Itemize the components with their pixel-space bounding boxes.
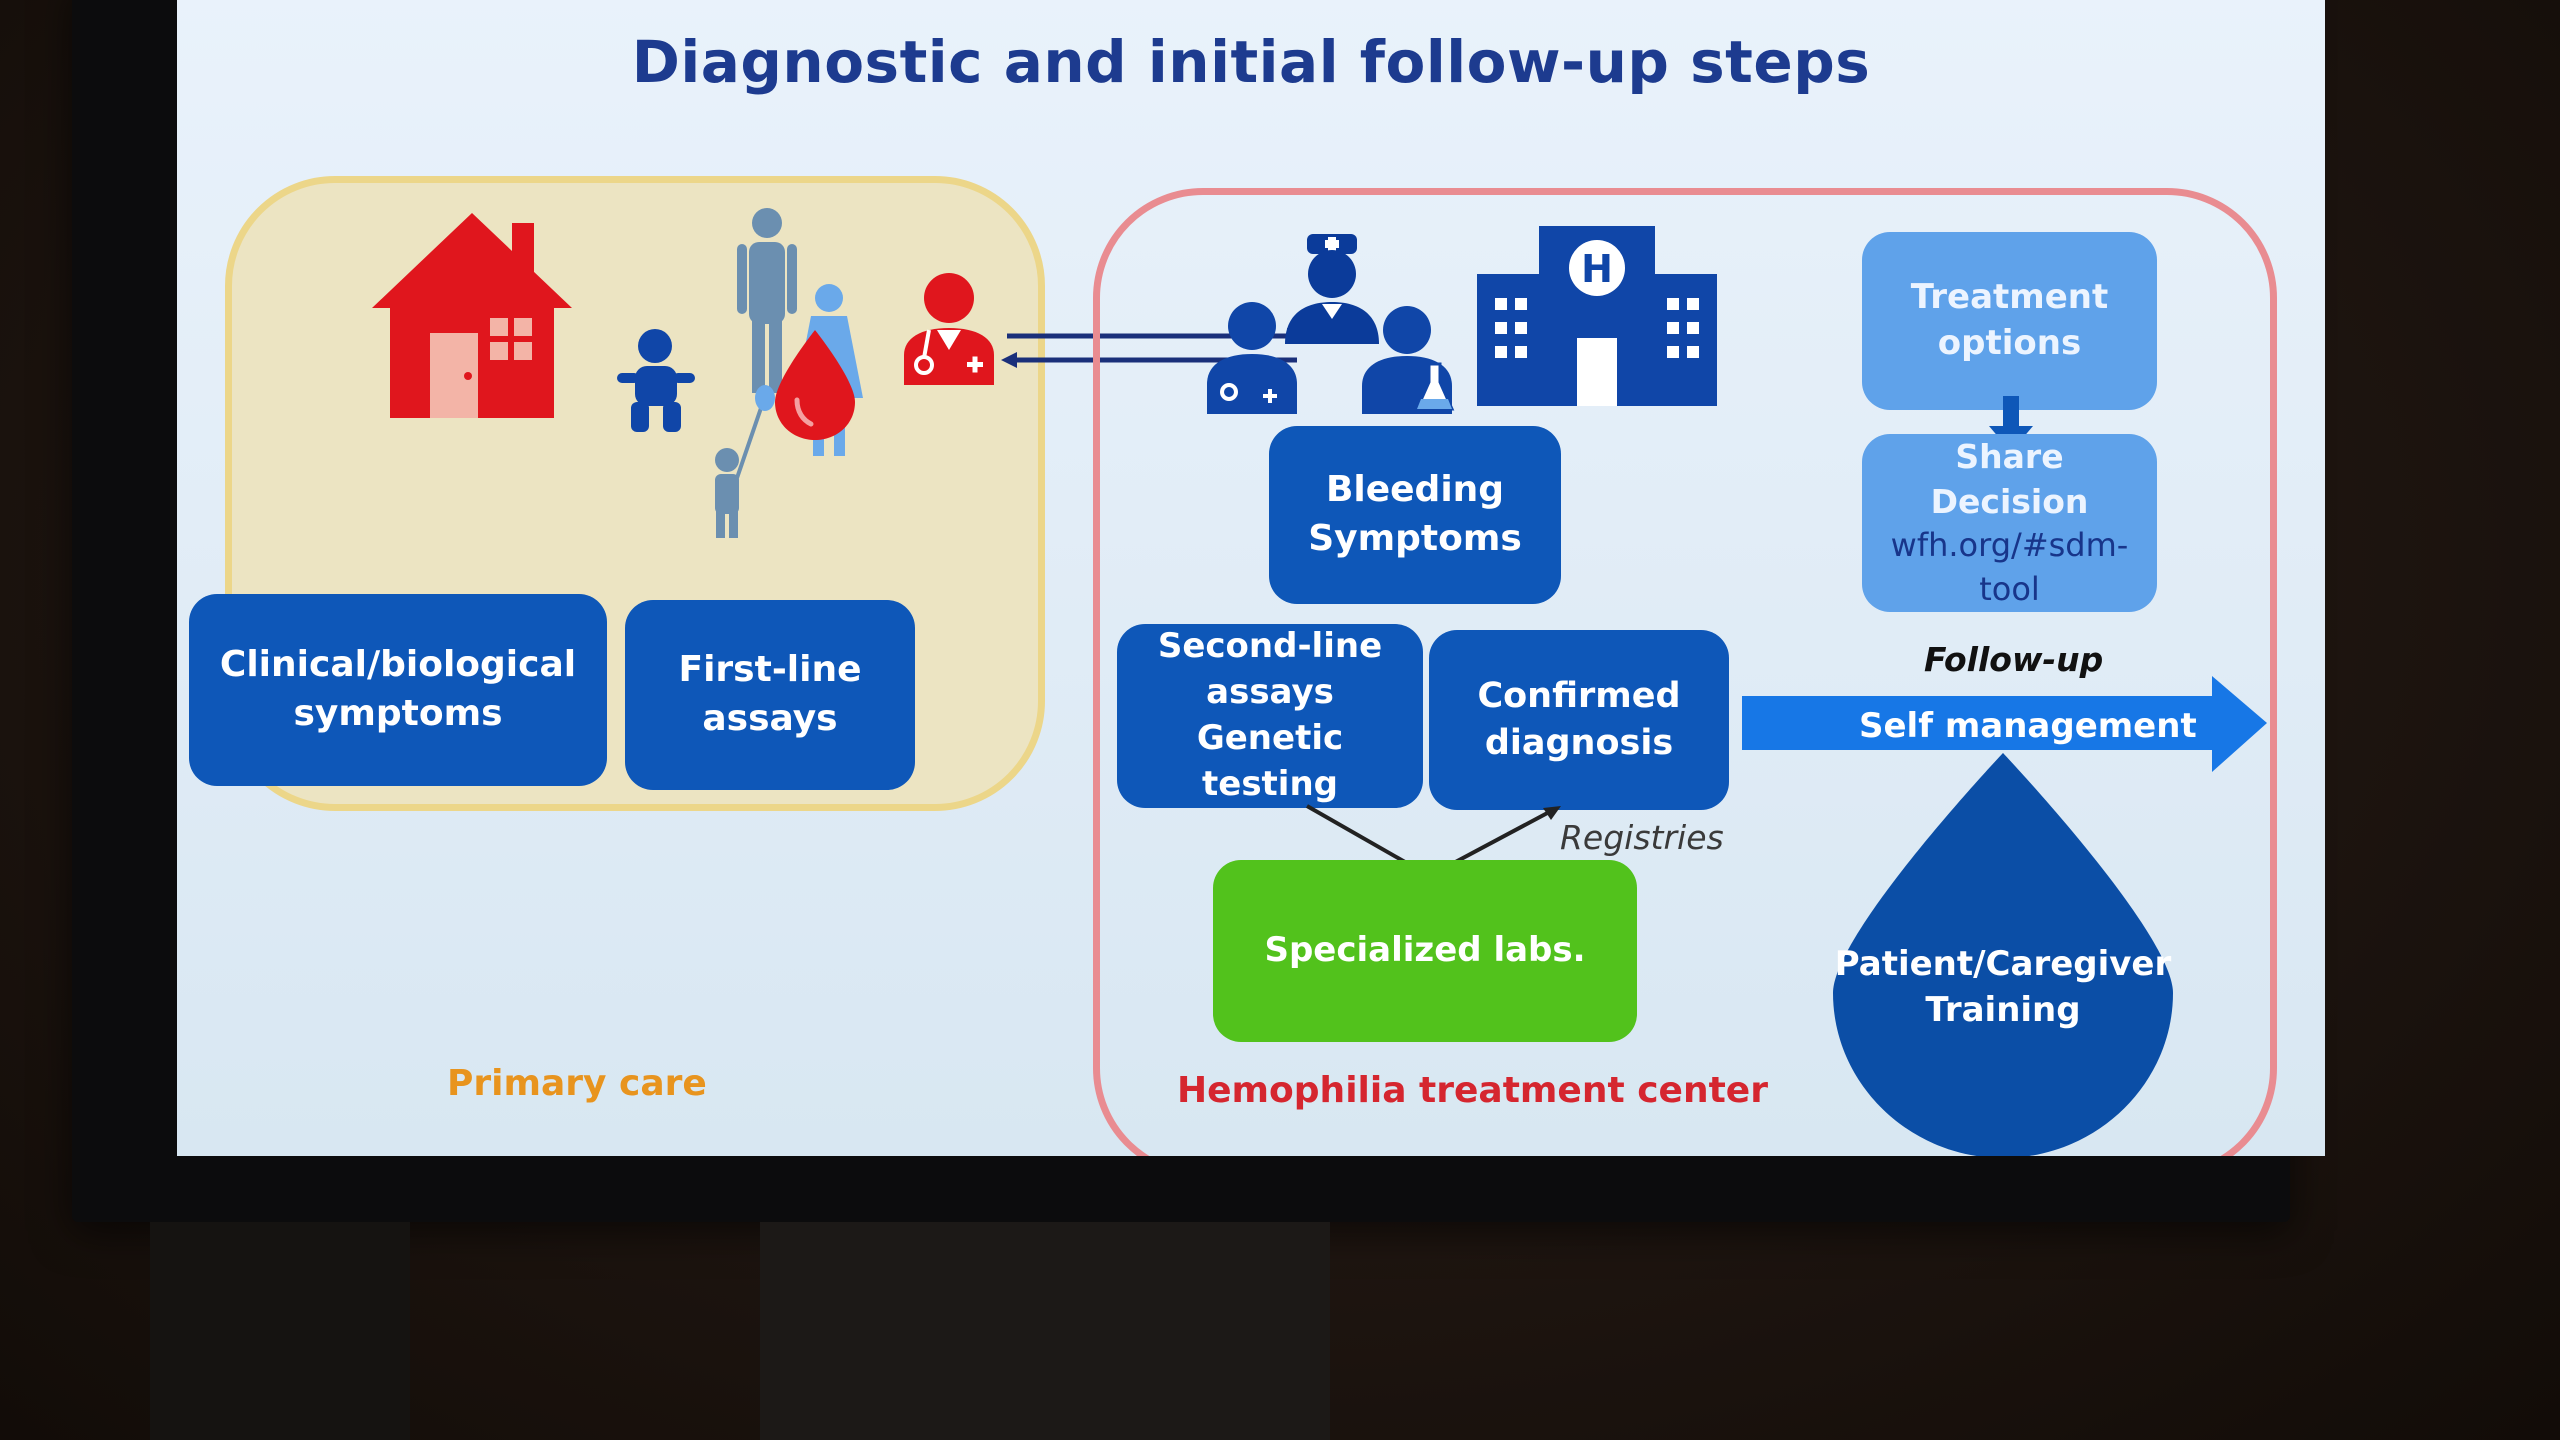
hospital-icon: H xyxy=(1477,226,1717,406)
patient-caregiver-training-label: Patient/Caregiver Training xyxy=(1834,944,2172,1030)
training-drop-shape xyxy=(1833,753,2173,1156)
share-decision-box: Share Decision wfh.org/#sdm-tool xyxy=(1862,434,2157,612)
follow-up-label: Follow-up xyxy=(1924,640,2104,679)
tv-stand-left xyxy=(150,1222,410,1440)
slide-title: Diagnostic and initial follow-up steps xyxy=(631,28,1871,96)
self-management-arrow xyxy=(1742,676,2267,772)
tv-frame: Diagnostic and initial follow-up steps xyxy=(72,0,2325,1222)
hemophilia-treatment-center-label: Hemophilia treatment center xyxy=(1177,1070,1768,1111)
share-decision-label: Share Decision xyxy=(1930,437,2089,521)
svg-text:H: H xyxy=(1581,247,1613,291)
clinical-symptoms-box: Clinical/biological symptoms xyxy=(189,594,607,786)
bleeding-symptoms-box: Bleeding Symptoms xyxy=(1269,426,1561,604)
treatment-options-box: Treatment options xyxy=(1862,232,2157,410)
second-line-assays-box: Second-line assays Genetic testing xyxy=(1117,624,1423,808)
primary-care-label: Primary care xyxy=(447,1063,707,1104)
first-line-assays-box: First-line assays xyxy=(625,600,915,790)
sdm-tool-link: wfh.org/#sdm-tool xyxy=(1890,526,2129,608)
confirmed-diagnosis-box: Confirmed diagnosis xyxy=(1429,630,1729,810)
specialized-labs-box: Specialized labs. xyxy=(1213,860,1637,1042)
house-icon xyxy=(372,213,572,418)
hemophilia-treatment-center-region xyxy=(1093,188,2277,1156)
registries-label: Registries xyxy=(1560,818,1724,857)
self-management-label: Self management xyxy=(1859,706,2197,746)
blood-drop-icon xyxy=(775,330,855,440)
doctor-icon xyxy=(904,273,994,385)
tv-stand-center xyxy=(760,1222,1330,1440)
slide: Diagnostic and initial follow-up steps xyxy=(177,0,2325,1156)
medical-team-icon xyxy=(1207,234,1455,414)
